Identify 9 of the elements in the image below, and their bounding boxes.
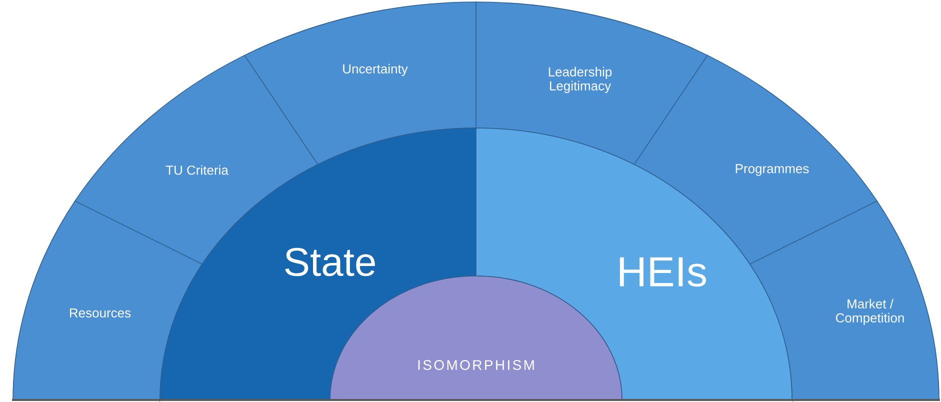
segment-label: Market / Competition [836,298,904,326]
sector-label: HEIs [620,257,706,287]
segment-label: TU Criteria [166,165,228,175]
center-label: ISOMORPHISM [418,360,534,370]
sector-label: State [285,248,375,276]
segment-label: Resources [70,308,131,318]
segment-label: Uncertainty [343,64,408,76]
segment-label: Leadership Legitimacy [548,66,612,94]
segment-label: Programmes [736,164,809,176]
